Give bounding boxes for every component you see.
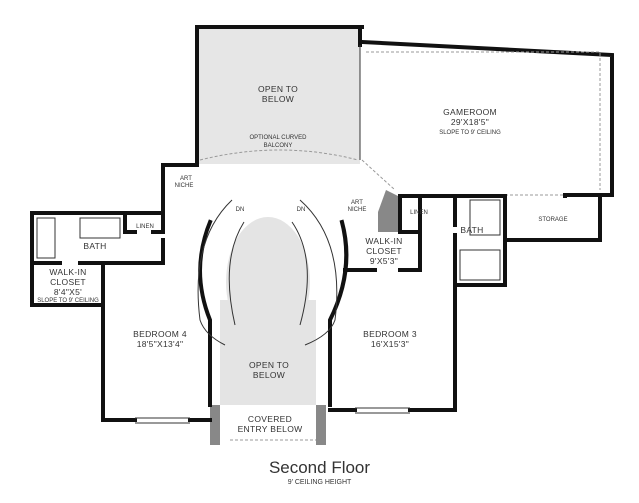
- bath-right-label: BATH: [460, 225, 483, 235]
- open-to-below-bottom-label: OPEN TO: [249, 360, 289, 370]
- entry-label: ENTRY BELOW: [238, 424, 303, 434]
- stair-down-right-label: DN: [297, 207, 306, 213]
- stair-down-left-label: DN: [236, 207, 245, 213]
- open-to-below-top-label: BELOW: [262, 94, 294, 104]
- closet-right-dims: 9'X5'3": [370, 256, 398, 266]
- gameroom-dims: 29'X18'5": [451, 117, 489, 127]
- open-to-below-bottom-label: BELOW: [253, 370, 285, 380]
- floor-subtitle: 9' CEILING HEIGHT: [287, 479, 352, 486]
- art-niche-right-label: NICHE: [348, 207, 367, 213]
- bedroom4-label: BEDROOM 4: [133, 329, 187, 339]
- art-niche-right-label: ART: [351, 200, 363, 206]
- bedroom3-label: BEDROOM 3: [363, 329, 417, 339]
- closet-left-note: SLOPE TO 9' CEILING: [37, 298, 99, 304]
- bedroom4-dims: 18'5"X13'4": [137, 339, 184, 349]
- linen-right-label: LINEN: [410, 210, 428, 216]
- art-niche-left-label: NICHE: [175, 183, 194, 189]
- bath-left-label: BATH: [83, 241, 106, 251]
- closet-right-label: CLOSET: [366, 246, 402, 256]
- balcony-label: BALCONY: [264, 143, 293, 149]
- floor-title: Second Floor: [268, 458, 371, 477]
- closet-left-label: WALK-IN: [49, 267, 86, 277]
- closet-right-label: WALK-IN: [365, 236, 402, 246]
- open-to-below-bottom: [220, 300, 316, 405]
- balcony-label: OPTIONAL CURVED: [249, 135, 307, 141]
- storage-label: STORAGE: [538, 217, 567, 223]
- walls: [30, 25, 614, 441]
- gameroom-note: SLOPE TO 9' CEILING: [439, 130, 501, 136]
- bedroom3-dims: 16'X15'3": [371, 339, 409, 349]
- closet-left-label: CLOSET: [50, 277, 86, 287]
- open-to-below-top: [197, 27, 360, 164]
- linen-left-label: LINEN: [136, 224, 154, 230]
- art-niche-left-label: ART: [180, 176, 192, 182]
- open-to-below-top-label: OPEN TO: [258, 84, 298, 94]
- wall-column: [378, 190, 400, 232]
- labels: OPEN TO BELOW OPTIONAL CURVED BALCONY GA…: [37, 84, 567, 434]
- entry-column-right: [316, 405, 326, 445]
- entry-label: COVERED: [248, 414, 292, 424]
- entry-column-left: [210, 405, 220, 445]
- gameroom-label: GAMEROOM: [443, 107, 497, 117]
- closet-left-dims: 8'4"X5': [54, 287, 82, 297]
